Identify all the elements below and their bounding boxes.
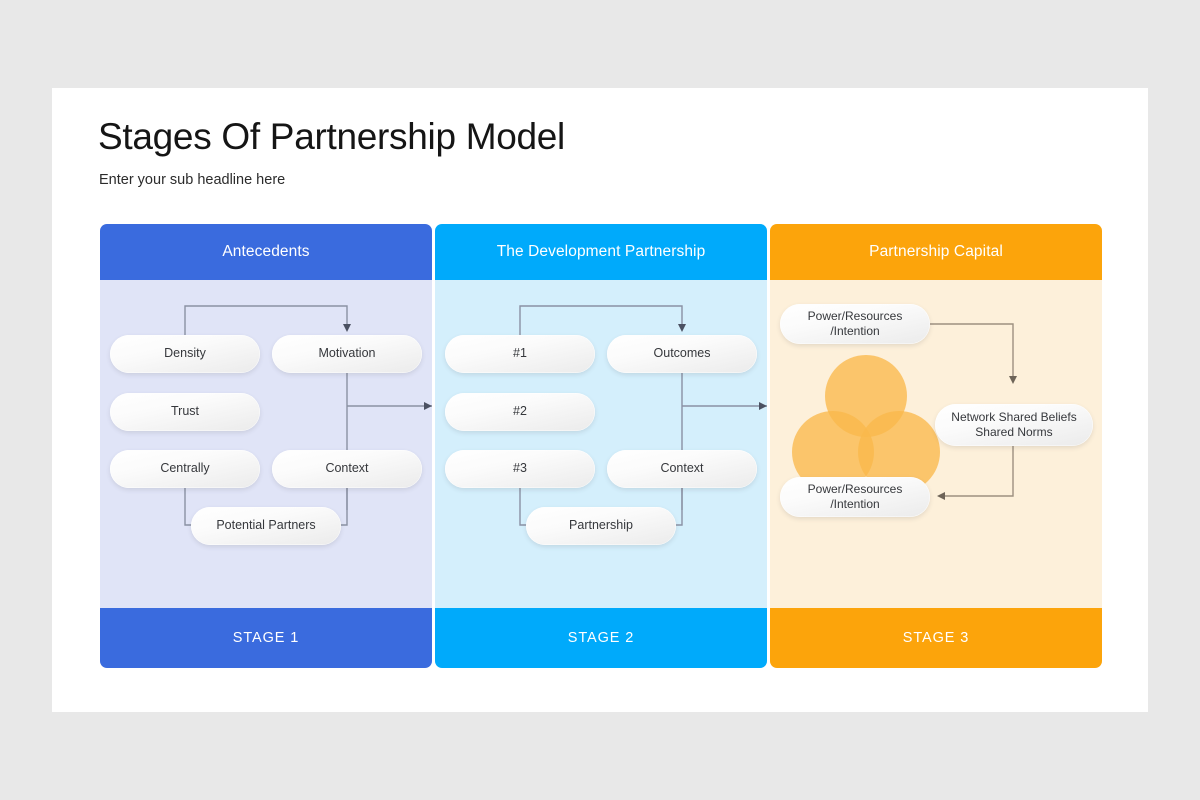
node-label: #2 bbox=[513, 404, 527, 419]
node-label: Potential Partners bbox=[216, 518, 316, 533]
stage-2-footer-label: STAGE 2 bbox=[567, 630, 635, 646]
node-label: Context bbox=[660, 461, 704, 476]
node-hash-1[interactable]: #1 bbox=[445, 335, 595, 373]
page-subtitle: Enter your sub headline here bbox=[99, 172, 286, 188]
stage-column-1: Antecedents Dens bbox=[100, 224, 432, 668]
stage-2-footer[interactable]: STAGE 2 bbox=[435, 608, 767, 668]
node-context[interactable]: Context bbox=[607, 450, 757, 488]
stage-3-footer-label: STAGE 3 bbox=[902, 630, 970, 646]
node-label: #3 bbox=[513, 461, 527, 476]
node-label: Motivation bbox=[318, 346, 376, 361]
node-hash-2[interactable]: #2 bbox=[445, 393, 595, 431]
stage-1-footer-label: STAGE 1 bbox=[232, 630, 300, 646]
node-label: Context bbox=[325, 461, 369, 476]
page-title: Stages Of Partnership Model bbox=[98, 116, 565, 157]
node-label: Outcomes bbox=[653, 346, 711, 361]
stage-1-header-label: Antecedents bbox=[222, 243, 310, 260]
slide: Stages Of Partnership Model Enter your s… bbox=[52, 88, 1148, 712]
stage-3-body: Power/Resources /Intention Network Share… bbox=[770, 280, 1102, 608]
node-label: Partnership bbox=[569, 518, 633, 533]
node-motivation[interactable]: Motivation bbox=[272, 335, 422, 373]
node-power-resources-intention-bottom[interactable]: Power/Resources /Intention bbox=[780, 477, 930, 517]
node-centrally[interactable]: Centrally bbox=[110, 450, 260, 488]
node-label: Power/Resources /Intention bbox=[807, 482, 903, 511]
stages-diagram: Antecedents Dens bbox=[100, 224, 1102, 668]
stage-3-header[interactable]: Partnership Capital bbox=[770, 224, 1102, 280]
stage-2-header-label: The Development Partnership bbox=[496, 243, 706, 260]
node-context[interactable]: Context bbox=[272, 450, 422, 488]
node-label: Power/Resources /Intention bbox=[807, 309, 903, 338]
stage-1-footer[interactable]: STAGE 1 bbox=[100, 608, 432, 668]
node-label: #1 bbox=[513, 346, 527, 361]
node-label: Density bbox=[164, 346, 206, 361]
node-density[interactable]: Density bbox=[110, 335, 260, 373]
stage-1-body: Density Motivation Trust Centrally Conte… bbox=[100, 280, 432, 608]
stage-2-body: #1 Outcomes #2 #3 Context Partnership bbox=[435, 280, 767, 608]
stage-3-header-label: Partnership Capital bbox=[869, 243, 1003, 260]
node-label: Centrally bbox=[160, 461, 210, 476]
node-label: Network Shared Beliefs Shared Norms bbox=[951, 410, 1077, 439]
node-outcomes[interactable]: Outcomes bbox=[607, 335, 757, 373]
node-trust[interactable]: Trust bbox=[110, 393, 260, 431]
node-power-resources-intention-top[interactable]: Power/Resources /Intention bbox=[780, 304, 930, 344]
stage-column-3: Partnership Capital Power/Resources /Int… bbox=[770, 224, 1102, 668]
stage-3-footer[interactable]: STAGE 3 bbox=[770, 608, 1102, 668]
stage-2-connectors bbox=[516, 305, 767, 529]
venn-diagram bbox=[792, 355, 940, 493]
stage-2-header[interactable]: The Development Partnership bbox=[435, 224, 767, 280]
stage-1-header[interactable]: Antecedents bbox=[100, 224, 432, 280]
stage-1-connectors bbox=[181, 305, 432, 529]
node-hash-3[interactable]: #3 bbox=[445, 450, 595, 488]
node-partnership[interactable]: Partnership bbox=[526, 507, 676, 545]
node-potential-partners[interactable]: Potential Partners bbox=[191, 507, 341, 545]
node-label: Trust bbox=[170, 404, 199, 419]
stage-column-2: The Development Partnership bbox=[435, 224, 767, 668]
node-network-shared-beliefs[interactable]: Network Shared Beliefs Shared Norms bbox=[935, 404, 1093, 446]
